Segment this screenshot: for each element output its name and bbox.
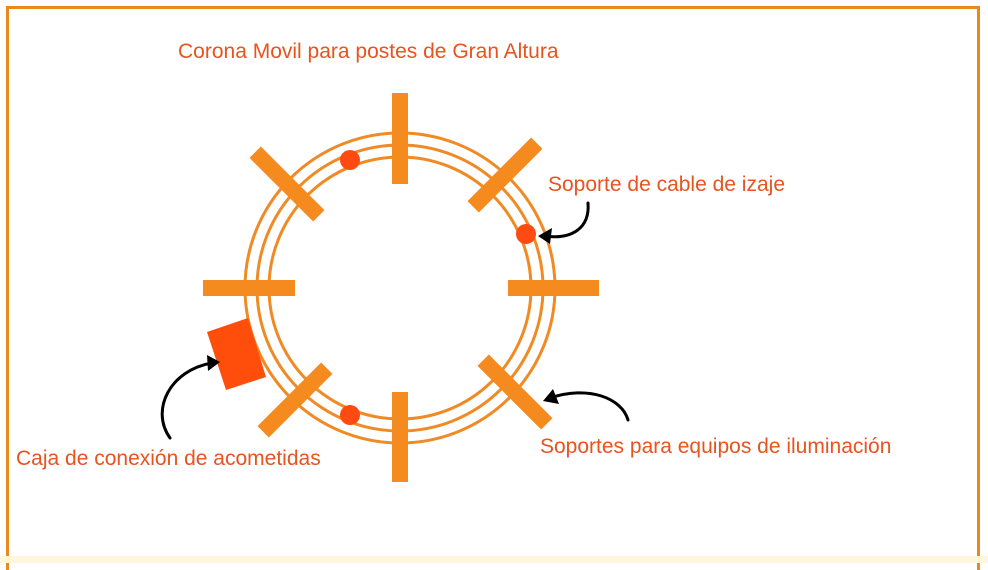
hoist-cable-supports — [340, 150, 536, 425]
hoist-dot-right — [516, 224, 536, 244]
diagram-title: Corona Movil para postes de Gran Altura — [178, 40, 559, 63]
bar-left — [203, 280, 295, 296]
bar-top — [392, 93, 408, 184]
frame-border — [6, 6, 980, 570]
bar-bottom-right — [477, 354, 553, 430]
arrow-junction-box — [160, 361, 214, 440]
hoist-dot-bottom — [340, 405, 360, 425]
arrowhead-lighting — [543, 389, 559, 404]
arrow-heads — [207, 228, 559, 404]
arrowhead-junction — [207, 355, 220, 371]
bar-bottom — [392, 392, 408, 482]
label-hoist-cable-support: Soporte de cable de izaje — [548, 173, 785, 196]
callout-arrows — [160, 201, 630, 440]
bottom-strip — [0, 556, 988, 563]
hoist-dot-top — [340, 150, 360, 170]
arrowhead-hoist — [538, 228, 552, 244]
bar-right — [508, 280, 599, 296]
junction-box — [207, 318, 266, 390]
bar-bottom-left — [257, 362, 333, 438]
label-junction-box: Caja de conexión de acometidas — [16, 447, 321, 470]
bar-top-right — [467, 137, 543, 213]
arrow-lighting-supports — [548, 391, 630, 422]
mounting-bars — [203, 93, 599, 482]
arrow-hoist-support — [542, 201, 590, 239]
bar-top-left — [249, 146, 325, 222]
label-lighting-supports: Soportes para equipos de iluminación — [540, 435, 892, 458]
